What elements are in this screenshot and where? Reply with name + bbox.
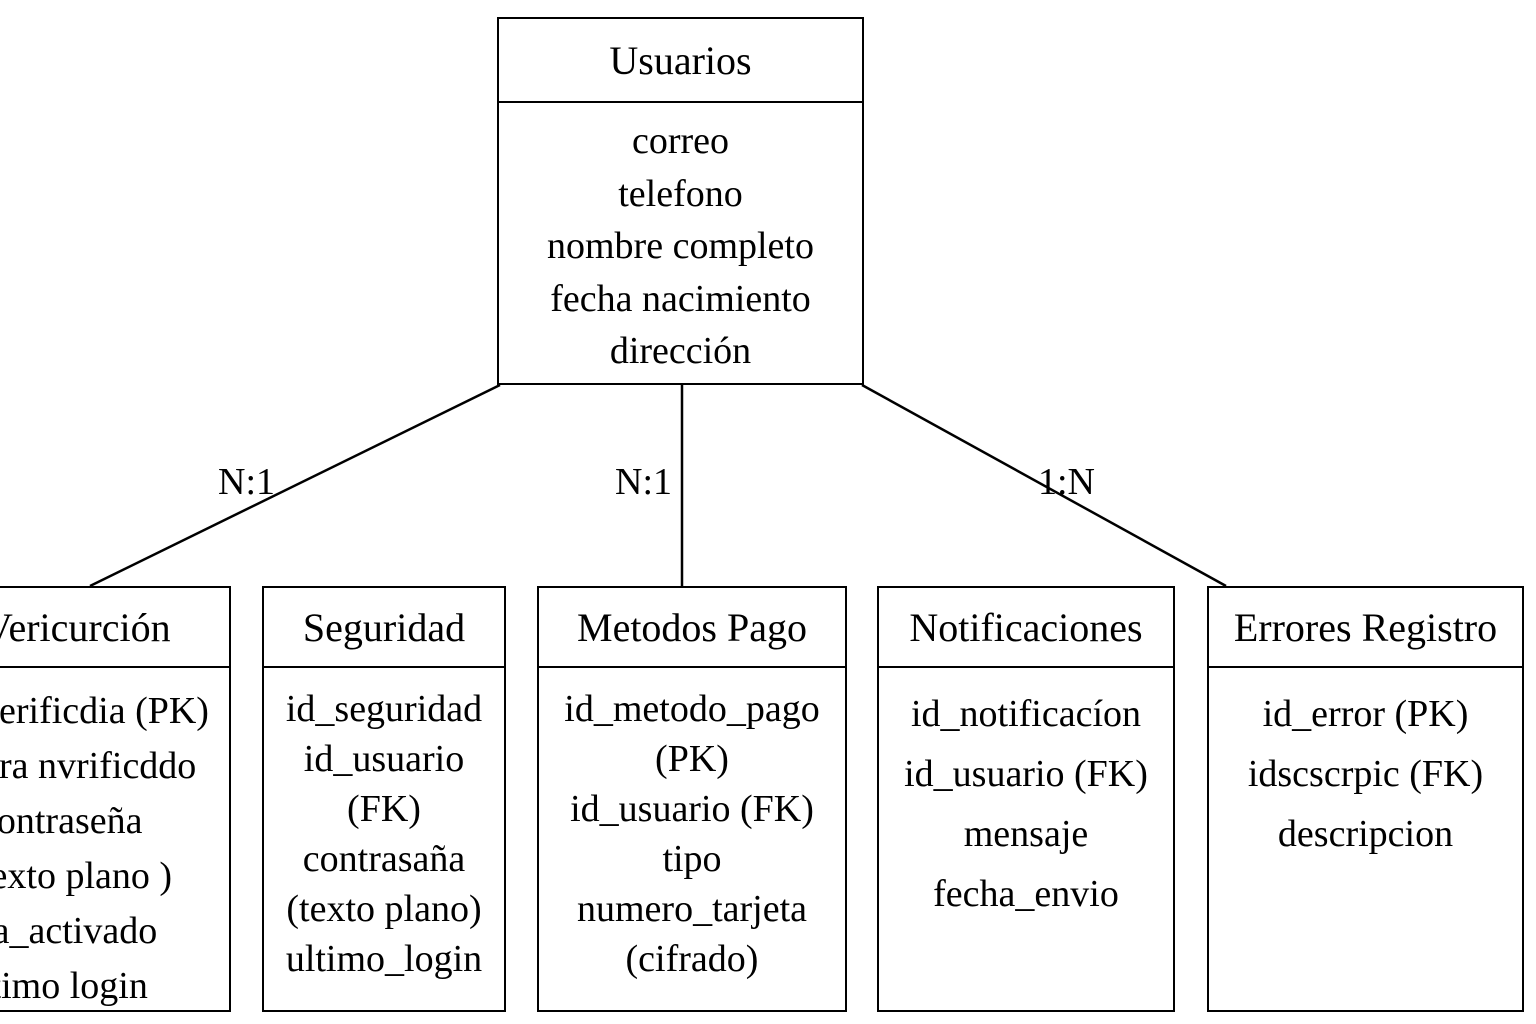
- attribute: ura nvrificddo: [0, 745, 197, 787]
- entity-verificacion: Vericurción verificdia (PK) ura nvrificd…: [0, 586, 231, 1012]
- connector-usuarios-errores-registro: [861, 383, 1227, 588]
- attribute: correo: [631, 120, 730, 162]
- attribute: id_error (PK): [1262, 693, 1469, 735]
- entity-title: Metodos Pago: [539, 588, 845, 668]
- relationship-label-metodos-pago: N:1: [615, 461, 672, 503]
- attribute: fecha_envio: [933, 873, 1119, 915]
- attribute: mensaje: [963, 813, 1089, 855]
- attribute: id_seguridad: [285, 688, 483, 730]
- attribute: (PK): [655, 738, 729, 780]
- attribute: dirección: [609, 330, 752, 372]
- entity-usuarios: Usuarios correo telefono nombre completo…: [497, 17, 864, 385]
- relationship-label-errores-registro: 1:N: [1038, 461, 1095, 503]
- attribute: contrasaña: [302, 838, 466, 880]
- attribute: tipo: [662, 838, 722, 880]
- entity-title: Errores Registro: [1209, 588, 1522, 668]
- attribute: nombre completo: [547, 225, 814, 267]
- attribute: numero_tarjeta: [576, 888, 807, 930]
- attribute: contraseña: [0, 800, 143, 842]
- attribute: (cifrado): [625, 938, 759, 980]
- attribute: idscscrpic (FK): [1247, 753, 1484, 795]
- entity-title: Usuarios: [499, 19, 862, 103]
- attribute: (texto plano): [286, 888, 482, 930]
- attribute: id_usuario: [303, 738, 465, 780]
- entity-title: Vericurción: [0, 604, 171, 650]
- attribute: descripcion: [1277, 813, 1454, 855]
- attribute: telefono: [618, 172, 743, 215]
- attribute: ltimo login: [0, 965, 148, 1007]
- entity-title: Notificaciones: [879, 588, 1173, 668]
- attribute: texto plano ): [0, 855, 173, 897]
- entity-errores-registro: Errores Registro id_error (PK) idscscrpi…: [1207, 586, 1524, 1012]
- attribute: id_usuario (FK): [904, 753, 1148, 795]
- attribute: id_metodo_pago: [564, 688, 820, 730]
- entity-notificaciones: Notificaciones id_notificacíon id_usuari…: [877, 586, 1175, 1012]
- entity-metodos-pago: Metodos Pago id_metodo_pago (PK) id_usua…: [537, 586, 847, 1012]
- attribute: id_usuario (FK): [570, 788, 814, 830]
- attribute: fecha nacimiento: [550, 277, 811, 320]
- attribute: (FK): [347, 788, 421, 830]
- relationship-label-verificacion: N:1: [218, 461, 275, 503]
- entity-title: Seguridad: [264, 588, 504, 668]
- entity-seguridad: Seguridad id_seguridad id_usuario (FK) c…: [262, 586, 506, 1012]
- attribute: id_notificacíon: [910, 693, 1142, 735]
- connector-usuarios-verificacion: [89, 383, 501, 588]
- attribute: verificdia (PK): [0, 690, 209, 732]
- attribute: ultimo_login: [285, 938, 483, 980]
- attribute: fa_activado: [0, 910, 158, 952]
